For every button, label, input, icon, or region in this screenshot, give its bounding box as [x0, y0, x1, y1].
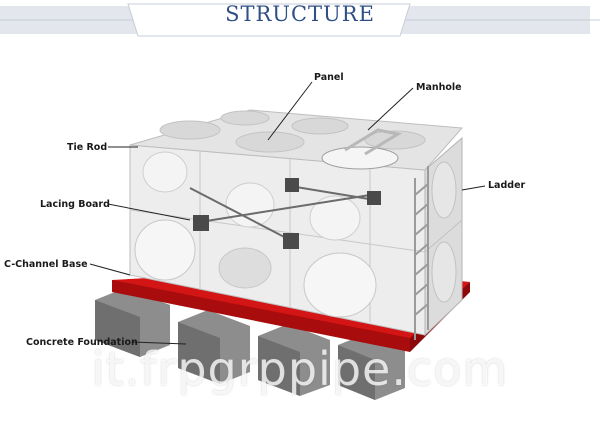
label-lacing-board: Lacing Board	[40, 199, 110, 210]
label-ladder: Ladder	[488, 180, 525, 191]
watermark: it.frpgrppipe.com	[0, 342, 600, 396]
label-tie-rod: Tie Rod	[67, 142, 107, 153]
label-c-channel-base: C-Channel Base	[4, 259, 88, 270]
label-manhole: Manhole	[416, 82, 462, 93]
tank-side-face	[425, 138, 462, 335]
label-panel: Panel	[314, 72, 344, 83]
